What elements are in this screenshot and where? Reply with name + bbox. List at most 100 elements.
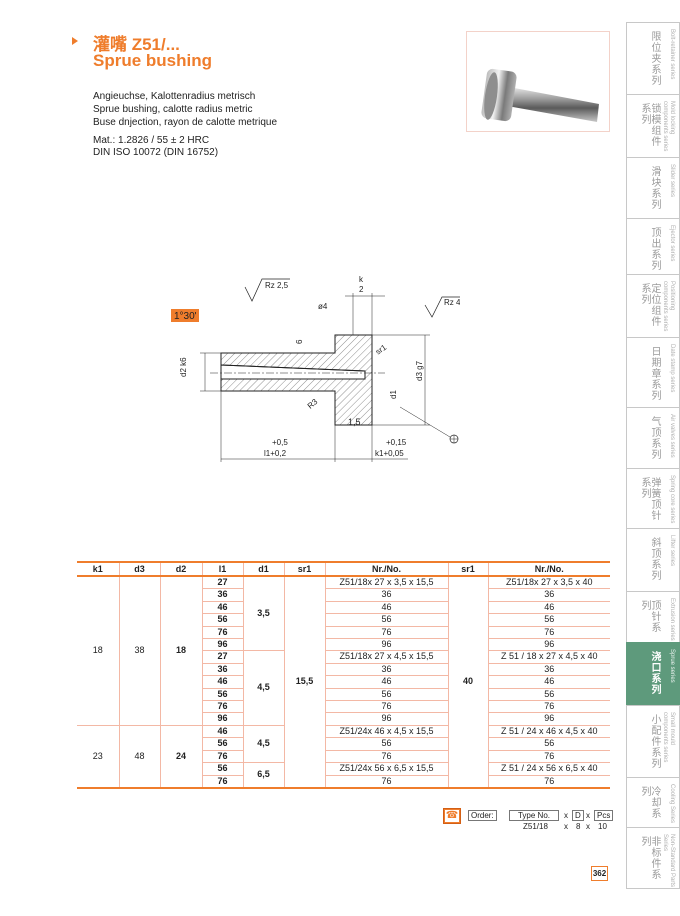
cell-sr1-b: 40: [447, 576, 488, 789]
sidebar-tab-air-valves[interactable]: 气顶系列 Air valves series: [626, 407, 680, 468]
phone-icon: ☎: [443, 808, 461, 824]
cell-nr-a: 36: [324, 588, 448, 602]
cell-nr-b: 76: [487, 626, 610, 640]
col-sr1-b: sr1: [447, 561, 488, 577]
sidebar-tab-cooling[interactable]: 冷却系列 Cooling Series: [626, 777, 680, 827]
tab-label-cn: 气顶系列: [649, 416, 660, 460]
description-fr: Buse dnjection, rayon de calotte metriqu…: [93, 117, 277, 128]
cell-nr-b: 46: [487, 675, 610, 689]
cell-sr1-a: 15,5: [283, 576, 325, 789]
sidebar-tab-slider[interactable]: 滑块系列 Slider series: [626, 157, 680, 218]
sidebar-tab-date-stamp[interactable]: 日期章系列 Date stamp series: [626, 337, 680, 407]
cell-nr-b: Z51/18x 27 x 3,5 x 40: [487, 576, 610, 590]
table-row: 18 38 18 27 3,5 15,5 Z51/18x 27 x 3,5 x …: [77, 576, 610, 789]
sidebar-divider: [626, 888, 680, 889]
cell-l1: 96: [201, 638, 243, 652]
cell-nr-a: 76: [324, 775, 448, 789]
col-sr1-a: sr1: [283, 561, 325, 577]
sidebar-tab-positioning[interactable]: 定位组件系列 Positioning components series: [626, 274, 680, 337]
tab-label-en: Cooling Series: [669, 784, 675, 824]
tab-label-cn: 浇口系列: [649, 651, 660, 695]
page-title-cn: 灌嘴 Z51/...: [93, 35, 180, 54]
sidebar-tab-extrusion[interactable]: 顶针系列 Extrusion series: [626, 591, 680, 642]
cell-l1: 56: [201, 613, 243, 627]
cell-d3: 48: [118, 725, 160, 789]
cell-nr-b: 56: [487, 688, 610, 702]
svg-text:d2 k6: d2 k6: [179, 357, 188, 377]
sidebar-tab-sprue[interactable]: 浇口系列 Sprue series: [626, 642, 680, 705]
cell-nr-a: 56: [324, 737, 448, 751]
sidebar-tab-small-components[interactable]: 小配件系列 Small mould components series: [626, 705, 680, 777]
tab-label-cn: 顶针系列: [639, 600, 660, 633]
cell-nr-a: 56: [324, 688, 448, 702]
col-d3: d3: [118, 561, 160, 577]
tab-label-cn: 滑块系列: [649, 166, 660, 210]
cell-nr-a: 56: [324, 613, 448, 627]
tab-label-en: Mold locking components series: [662, 101, 675, 152]
order-type-label: Type No.: [509, 810, 559, 821]
cell-k1: 18: [77, 576, 119, 726]
cell-d2: 18: [159, 576, 202, 726]
cell-nr-a: Z51/24x 46 x 4,5 x 15,5: [324, 725, 448, 739]
cell-l1: 36: [201, 588, 243, 602]
svg-text:+0,15: +0,15: [386, 438, 407, 447]
col-nr-b: Nr./No.: [487, 561, 610, 577]
cell-nr-b: 96: [487, 712, 610, 726]
cell-nr-b: 76: [487, 775, 610, 789]
material-info: Mat.: 1.2826 / 55 ± 2 HRC DIN ISO 10072 …: [93, 135, 218, 159]
tab-label-en: Positioning components series: [662, 281, 675, 332]
cell-l1: 76: [201, 775, 243, 789]
cell-k1: 23: [77, 725, 119, 789]
svg-text:6: 6: [295, 339, 304, 344]
sidebar-tab-bolt-retainer[interactable]: 限位夹系列 Bolt-retainer series: [626, 22, 680, 94]
product-photo: [466, 31, 610, 132]
cell-l1: 56: [201, 762, 243, 776]
description: Angieuchse, Kalottenradius metrisch Spru…: [93, 90, 277, 129]
order-example-pcs: 10: [598, 822, 607, 831]
cell-l1: 46: [201, 675, 243, 689]
svg-text:d3 g7: d3 g7: [415, 360, 424, 381]
cell-l1: 56: [201, 737, 243, 751]
cell-nr-a: Z51/18x 27 x 3,5 x 15,5: [324, 576, 448, 590]
cell-l1: 46: [201, 725, 243, 739]
svg-text:1,5: 1,5: [348, 417, 361, 427]
sidebar-tab-lifter[interactable]: 斜顶系列 Lifter series: [626, 528, 680, 591]
sidebar-tab-mold-locking[interactable]: 锁模组件系列 Mold locking components series: [626, 94, 680, 157]
table-header-row: k1 d3 d2 l1 d1 sr1 Nr./No. sr1 Nr./No.: [77, 561, 610, 577]
cell-nr-a: 96: [324, 638, 448, 652]
cell-nr-a: 46: [324, 675, 448, 689]
cell-nr-a: 46: [324, 601, 448, 615]
tab-label-en: Spring core series: [669, 475, 675, 524]
dimensions-table: k1 d3 d2 l1 d1 sr1 Nr./No. sr1 Nr./No. 1…: [77, 561, 610, 789]
cell-nr-a: 96: [324, 712, 448, 726]
table-row: 23 48 24 46 4,5 Z51/24x 46 x 4,5 x 15,5 …: [77, 725, 610, 789]
svg-text:sr1: sr1: [374, 343, 389, 357]
cell-nr-b: 96: [487, 638, 610, 652]
times-sign: x: [564, 811, 568, 820]
sidebar-tab-ejector[interactable]: 顶出系列 Ejector series: [626, 218, 680, 274]
sprue-bushing-image: [481, 68, 599, 122]
svg-text:R3: R3: [306, 397, 320, 411]
svg-text:1°30': 1°30': [174, 311, 197, 322]
svg-text:Rz 4: Rz 4: [444, 298, 460, 307]
tab-label-en: Lifter series: [669, 535, 675, 567]
table-row: 46 46 46: [77, 675, 610, 689]
tab-label-cn: 限位夹系列: [649, 31, 660, 86]
sidebar-tab-non-standard[interactable]: 非标件系列 Non-Standard Parts Series: [626, 827, 680, 888]
tab-label-en: Extrusion series: [669, 598, 675, 641]
tab-label-cn: 小配件系列: [649, 714, 660, 769]
order-d-label: D: [572, 810, 584, 821]
order-label: Order:: [468, 810, 497, 821]
col-d2: d2: [159, 561, 202, 577]
sidebar-tab-spring-core[interactable]: 弹簧顶针系列 Spring core series: [626, 468, 680, 528]
order-example-d: 8: [576, 822, 581, 831]
table-row: 56 6,5 Z51/24x 56 x 6,5 x 15,5 Z 51 / 24…: [77, 762, 610, 789]
description-de: Angieuchse, Kalottenradius metrisch: [93, 91, 256, 102]
svg-text:Rz 2,5: Rz 2,5: [265, 281, 289, 290]
col-k1: k1: [77, 561, 119, 577]
